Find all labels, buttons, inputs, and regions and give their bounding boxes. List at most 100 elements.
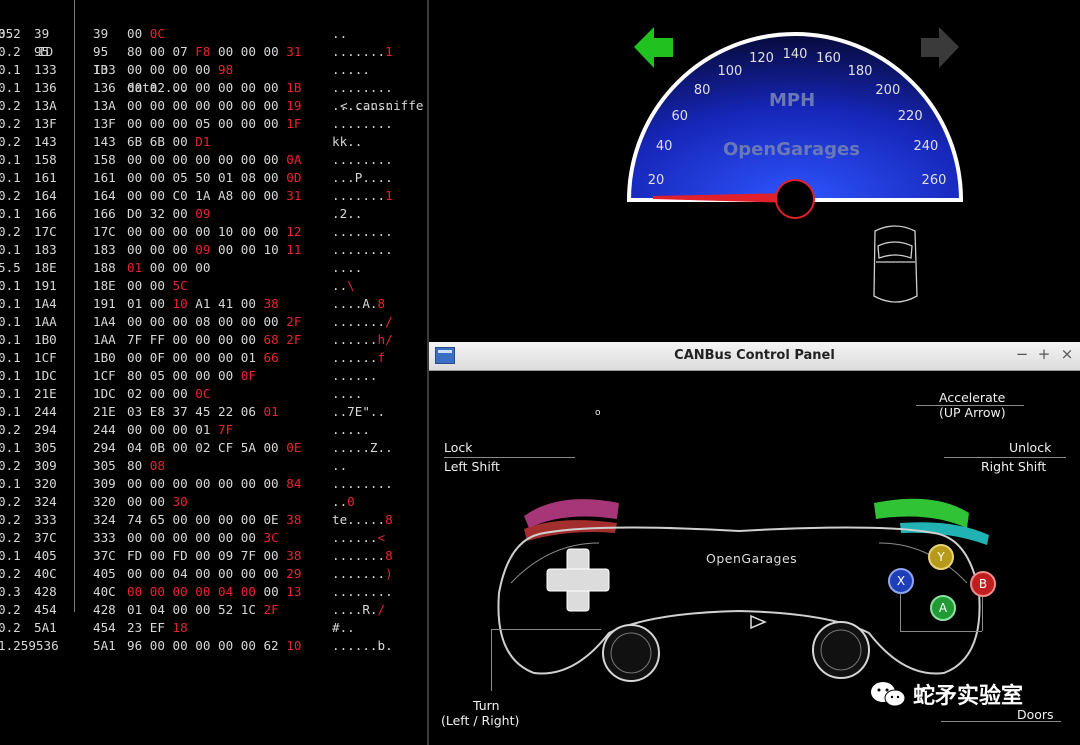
data-segment: 13: [286, 584, 302, 599]
ascii-segment: ..: [332, 458, 348, 473]
row-ascii: ......: [332, 367, 378, 385]
row-ascii: ........: [332, 241, 393, 259]
row-id-left: 183: [34, 242, 57, 257]
minimize-button[interactable]: −: [1015, 345, 1029, 363]
row-ascii: ......<: [332, 529, 385, 547]
unlock-key-label: Right Shift: [981, 459, 1047, 474]
terminal-column-divider: [74, 0, 75, 612]
row-id-left: 164: [34, 188, 57, 203]
data-segment: 00 00 00: [210, 44, 287, 59]
ascii-segment: ........: [332, 224, 393, 239]
row-data: 00 00 04 00 00 00 00 29: [127, 565, 301, 583]
row-timestamp: 0.1: [0, 548, 21, 563]
row-ascii: ........: [332, 79, 393, 97]
data-segment: 00 00 C0 1A A8 00 00: [127, 188, 287, 203]
row-timestamp: 0.1: [0, 368, 21, 383]
app-window-icon: [435, 347, 455, 364]
data-segment: 00 00 00 08 00 00 00: [127, 314, 287, 329]
row-id: 164: [93, 188, 116, 203]
data-segment: 0C: [149, 26, 165, 41]
pane-divider[interactable]: [427, 0, 429, 745]
data-segment: 2F: [286, 314, 302, 329]
row-ascii: ....A.8: [332, 295, 385, 313]
right-turn-arrow-icon: [921, 27, 959, 68]
x-button[interactable]: X: [888, 568, 914, 594]
row-id: 13A: [93, 98, 116, 113]
data-segment: 0C: [195, 386, 211, 401]
data-segment: D1: [195, 134, 211, 149]
row-id-left: 1B0: [34, 332, 57, 347]
row-id: 309: [93, 476, 116, 491]
ascii-segment: ....R.: [332, 602, 378, 617]
row-id: 305: [93, 458, 116, 473]
row-data: 00 00 00 01 7F: [127, 421, 233, 439]
row-id-left: 305: [34, 440, 57, 455]
terminal-header: 35 ID ID data ... < cansniffe: [0, 7, 427, 113]
maximize-button[interactable]: +: [1037, 345, 1051, 363]
row-ascii: ..0: [332, 493, 355, 511]
window-titlebar[interactable]: CANBus Control Panel − + ×: [429, 342, 1080, 371]
ascii-segment: ........: [332, 80, 393, 95]
gamepad-brand: OpenGarages: [706, 551, 798, 566]
row-ascii: ......./: [332, 313, 393, 331]
ascii-segment: ........: [332, 242, 393, 257]
row-id-left: 324: [34, 494, 57, 509]
row-id: 40C: [93, 584, 116, 599]
row-ascii: ........: [332, 97, 393, 115]
data-segment: 31: [286, 188, 302, 203]
row-timestamp: 0.2: [0, 566, 21, 581]
row-id: 37C: [93, 548, 116, 563]
row-data: 6B 6B 00 D1: [127, 133, 210, 151]
row-timestamp: 0.1: [0, 206, 21, 221]
row-id: 17C: [93, 224, 116, 239]
ascii-segment: te.....: [332, 512, 386, 527]
row-timestamp: 0.2: [0, 224, 21, 239]
row-id-left: 161: [34, 170, 57, 185]
data-segment: 80 05 00 00 00: [127, 368, 241, 383]
row-id-left: 158: [34, 152, 57, 167]
ascii-segment: 0: [347, 494, 355, 509]
row-timestamp: 0.1: [0, 440, 21, 455]
ascii-segment: ......: [332, 350, 378, 365]
left-shoulder-button: [524, 499, 619, 528]
row-data: 04 0B 00 02 CF 5A 00 0E: [127, 439, 301, 457]
data-segment: 00 00 00 00 00 00 00: [127, 152, 287, 167]
x-button-leader: [900, 593, 901, 631]
row-data: 00 00 5C: [127, 277, 188, 295]
row-ascii: kk..: [332, 133, 362, 151]
row-id-left: 143: [34, 134, 57, 149]
data-segment: 3C: [263, 530, 279, 545]
row-id-left: 309: [34, 458, 57, 473]
row-id-left: 454: [34, 602, 57, 617]
a-button[interactable]: A: [930, 595, 956, 621]
row-data: 00 00 05 50 01 08 00 0D: [127, 169, 301, 187]
ascii-segment: 1: [385, 44, 393, 59]
y-button[interactable]: Y: [928, 544, 954, 570]
row-id: 166: [93, 206, 116, 221]
close-button[interactable]: ×: [1060, 345, 1074, 363]
control-panel-canvas[interactable]: Accelerate (UP Arrow) o Lock Left Shift …: [429, 371, 1080, 745]
b-button[interactable]: B: [970, 571, 996, 597]
data-segment: 00: [255, 584, 287, 599]
control-panel-window[interactable]: CANBus Control Panel − + × Accelerate (U…: [429, 342, 1080, 745]
data-segment: 00 00 00 00 10 00 00: [127, 224, 287, 239]
dpad-icon: [546, 548, 610, 612]
data-segment: 0D: [286, 170, 302, 185]
row-timestamp: 0.2: [0, 98, 21, 113]
row-data: 23 EF 18: [127, 619, 188, 637]
accelerate-label: Accelerate: [939, 390, 1006, 405]
row-data: 00 0C: [127, 25, 165, 43]
ascii-segment: .....: [332, 422, 370, 437]
row-id: 405: [93, 566, 116, 581]
row-timestamp: 0.1: [0, 152, 21, 167]
row-data: 96 00 00 00 00 00 62 10: [127, 637, 301, 655]
